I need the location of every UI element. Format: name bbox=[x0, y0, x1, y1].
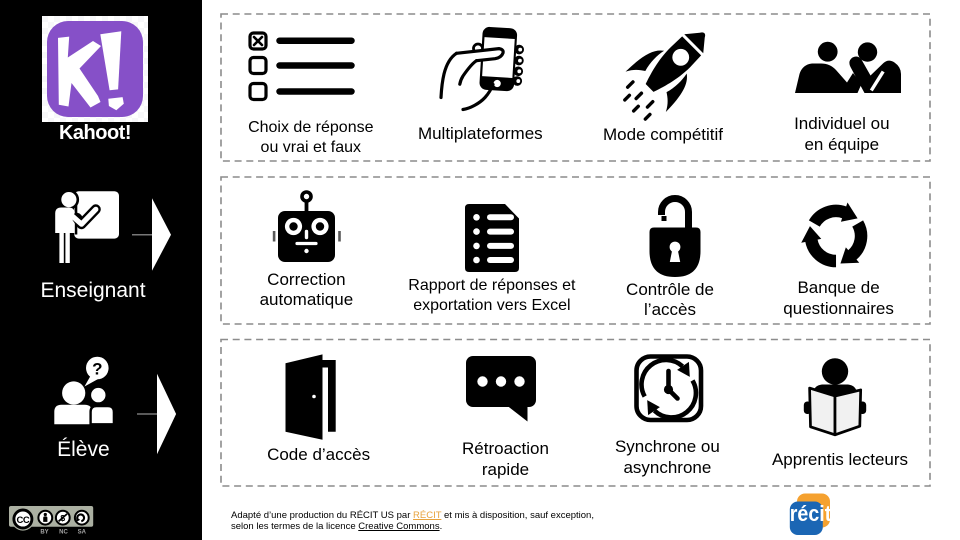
svg-text:SA: SA bbox=[78, 530, 87, 536]
svg-text:récit: récit bbox=[790, 501, 832, 526]
svg-text:CC: CC bbox=[17, 515, 30, 526]
svg-text:?: ? bbox=[92, 360, 102, 379]
svg-text:BY: BY bbox=[40, 530, 48, 536]
svg-text:NC: NC bbox=[59, 530, 68, 536]
